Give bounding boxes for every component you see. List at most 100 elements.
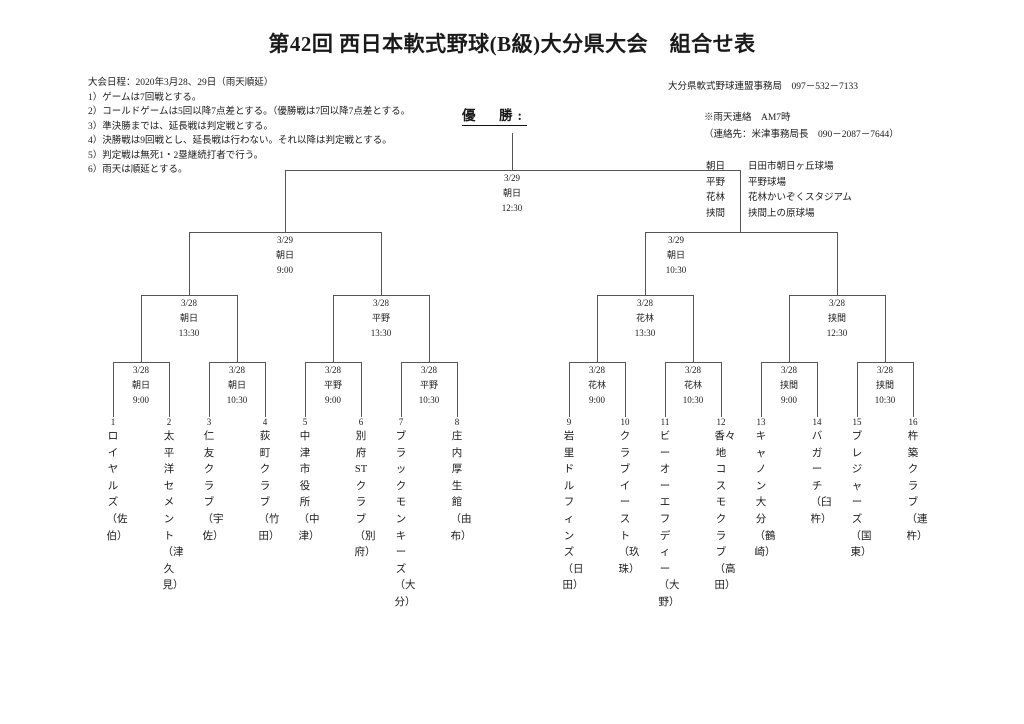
bracket-line-team-8-stem: [457, 362, 458, 417]
bracket-line-r1-8-stem: [885, 295, 886, 362]
venue-code: 朝日: [706, 162, 726, 172]
match-time: 12:30: [826, 328, 848, 338]
match-venue: 挟間: [827, 313, 846, 323]
team-seed: 9: [566, 417, 572, 427]
match-date: 3/28: [684, 365, 701, 375]
match-venue: 平野: [419, 380, 438, 390]
match-date: 3/28: [828, 298, 845, 308]
team-seed: 15: [852, 417, 862, 427]
bracket-line-team-6-stem: [361, 362, 362, 417]
team-entry-13: 13 キャノン大分（鶴崎）: [748, 417, 776, 562]
match-time: 10:30: [682, 395, 704, 405]
match-label-semifinal-2: 3/29 朝日 10:30: [641, 233, 711, 278]
bracket-line-r1-5-bar: [569, 362, 625, 363]
match-venue: 花林: [683, 380, 702, 390]
rules-schedule: 大会日程：2020年3月28、29日（雨天順延）: [88, 78, 274, 88]
team-name: ブラックモンキーズ（大分）: [394, 431, 416, 608]
bracket-line-qf4-stem: [837, 232, 838, 295]
match-label-quarterfinal-4: 3/28 挟間 12:30: [802, 296, 872, 341]
team-name: ロイヤルズ（佐伯）: [106, 431, 128, 542]
bracket-line-r1-2-bar: [209, 362, 265, 363]
rule-item-4: 4）決勝戦は9回戦とし、延長戦は行わない。それ以降は判定戦とする。: [88, 136, 392, 146]
federation-office-contact: 大分県軟式野球連盟事務局 097－532－7133: [668, 82, 859, 92]
bracket-line-r1-3-stem: [333, 295, 334, 362]
bracket-line-qf1-bar: [141, 295, 237, 296]
venue-name: 花林かいぞくスタジアム: [748, 193, 852, 203]
rain-contact-block: ※雨天連絡 AM7時 （連絡先：米津事務局長 090－2087－7644）: [704, 110, 899, 144]
bracket-line-qf2-bar: [333, 295, 429, 296]
bracket-line-r1-1-bar: [113, 362, 169, 363]
bracket-line-team-16-stem: [913, 362, 914, 417]
match-venue: 花林: [635, 313, 654, 323]
team-seed: 16: [908, 417, 918, 427]
match-date: 3/28: [372, 298, 389, 308]
bracket-line-sf2-bar: [645, 232, 837, 233]
match-date: 3/28: [780, 365, 797, 375]
venue-legend-row: 挟間 挟間上の原球場: [706, 207, 852, 223]
match-label-semifinal-1: 3/29 朝日 9:00: [250, 233, 320, 278]
team-seed: 6: [358, 417, 364, 427]
team-entry-2: 2 太平洋セメント（津久見）: [156, 417, 184, 595]
match-time: 13:30: [178, 328, 200, 338]
team-seed: 2: [166, 417, 172, 427]
team-entry-4: 4 荻町クラブ（竹田）: [252, 417, 280, 545]
match-date: 3/28: [876, 365, 893, 375]
rule-item-1: 1）ゲームは7回戦とする。: [88, 92, 202, 103]
bracket-line-final-bar: [285, 170, 740, 171]
match-date: 3/29: [503, 173, 520, 183]
bracket-line-team-12-stem: [721, 362, 722, 417]
venue-code: 平野: [706, 177, 726, 188]
match-date: 3/28: [324, 365, 341, 375]
team-seed: 12: [716, 417, 726, 427]
match-time: 13:30: [370, 328, 392, 338]
match-label-round1-2: 3/28 朝日 10:30: [202, 363, 272, 408]
match-venue: 朝日: [227, 380, 246, 390]
match-time: 10:30: [418, 395, 440, 405]
team-name: 杵築クラブ（連杵）: [906, 431, 928, 542]
bracket-line-qf3-bar: [597, 295, 693, 296]
team-entry-9: 9 岩里ドルフィンズ（日田）: [556, 417, 584, 595]
team-seed: 10: [620, 417, 630, 427]
team-seed: 4: [262, 417, 268, 427]
bracket-line-final-stem: [512, 133, 513, 170]
team-name: 別府STクラブ（別府）: [354, 431, 376, 559]
match-label-round1-8: 3/28 挟間 10:30: [850, 363, 920, 408]
team-seed: 8: [454, 417, 460, 427]
venue-code: 挟間: [706, 208, 726, 219]
team-name: 岩里ドルフィンズ（日田）: [562, 431, 584, 592]
bracket-line-team-11-stem: [665, 362, 666, 417]
team-seed: 7: [398, 417, 404, 427]
team-entry-15: 15 ブレジャーズ（国東）: [844, 417, 872, 562]
match-date: 3/28: [228, 365, 245, 375]
team-name: バガーチ（臼杵）: [810, 431, 832, 525]
bracket-line-qf2-stem: [381, 232, 382, 295]
match-label-final: 3/29 朝日 12:30: [477, 171, 547, 216]
match-time: 9:00: [588, 395, 605, 405]
venue-legend-row: 平野 平野球場: [706, 176, 852, 192]
match-venue: 朝日: [666, 250, 685, 260]
match-label-round1-5: 3/28 花林 9:00: [562, 363, 632, 408]
team-entry-8: 8 庄内厚生館（由布）: [444, 417, 472, 545]
team-name: 庄内厚生館（由布）: [450, 431, 472, 542]
team-entry-16: 16 杵築クラブ（連杵）: [900, 417, 928, 545]
bracket-line-team-14-stem: [817, 362, 818, 417]
match-venue: 挟間: [875, 380, 894, 390]
bracket-line-r1-5-stem: [597, 295, 598, 362]
bracket-line-r1-8-bar: [857, 362, 913, 363]
team-seed: 3: [206, 417, 212, 427]
match-time: 10:30: [874, 395, 896, 405]
match-venue: 平野: [323, 380, 342, 390]
match-date: 3/28: [132, 365, 149, 375]
match-venue: 朝日: [131, 380, 150, 390]
match-venue: 朝日: [179, 313, 198, 323]
match-time: 9:00: [276, 265, 293, 275]
bracket-line-qf4-bar: [789, 295, 885, 296]
team-entry-5: 5 中津市役所（中津）: [292, 417, 320, 545]
team-name: キャノン大分（鶴崎）: [754, 431, 776, 559]
venue-name: 挟間上の原球場: [748, 208, 815, 219]
match-date: 3/28: [180, 298, 197, 308]
team-name: ブレジャーズ（国東）: [850, 431, 872, 559]
venue-name: 平野球場: [748, 177, 787, 188]
team-entry-14: 14 バガーチ（臼杵）: [804, 417, 832, 529]
match-venue: 朝日: [502, 188, 521, 198]
